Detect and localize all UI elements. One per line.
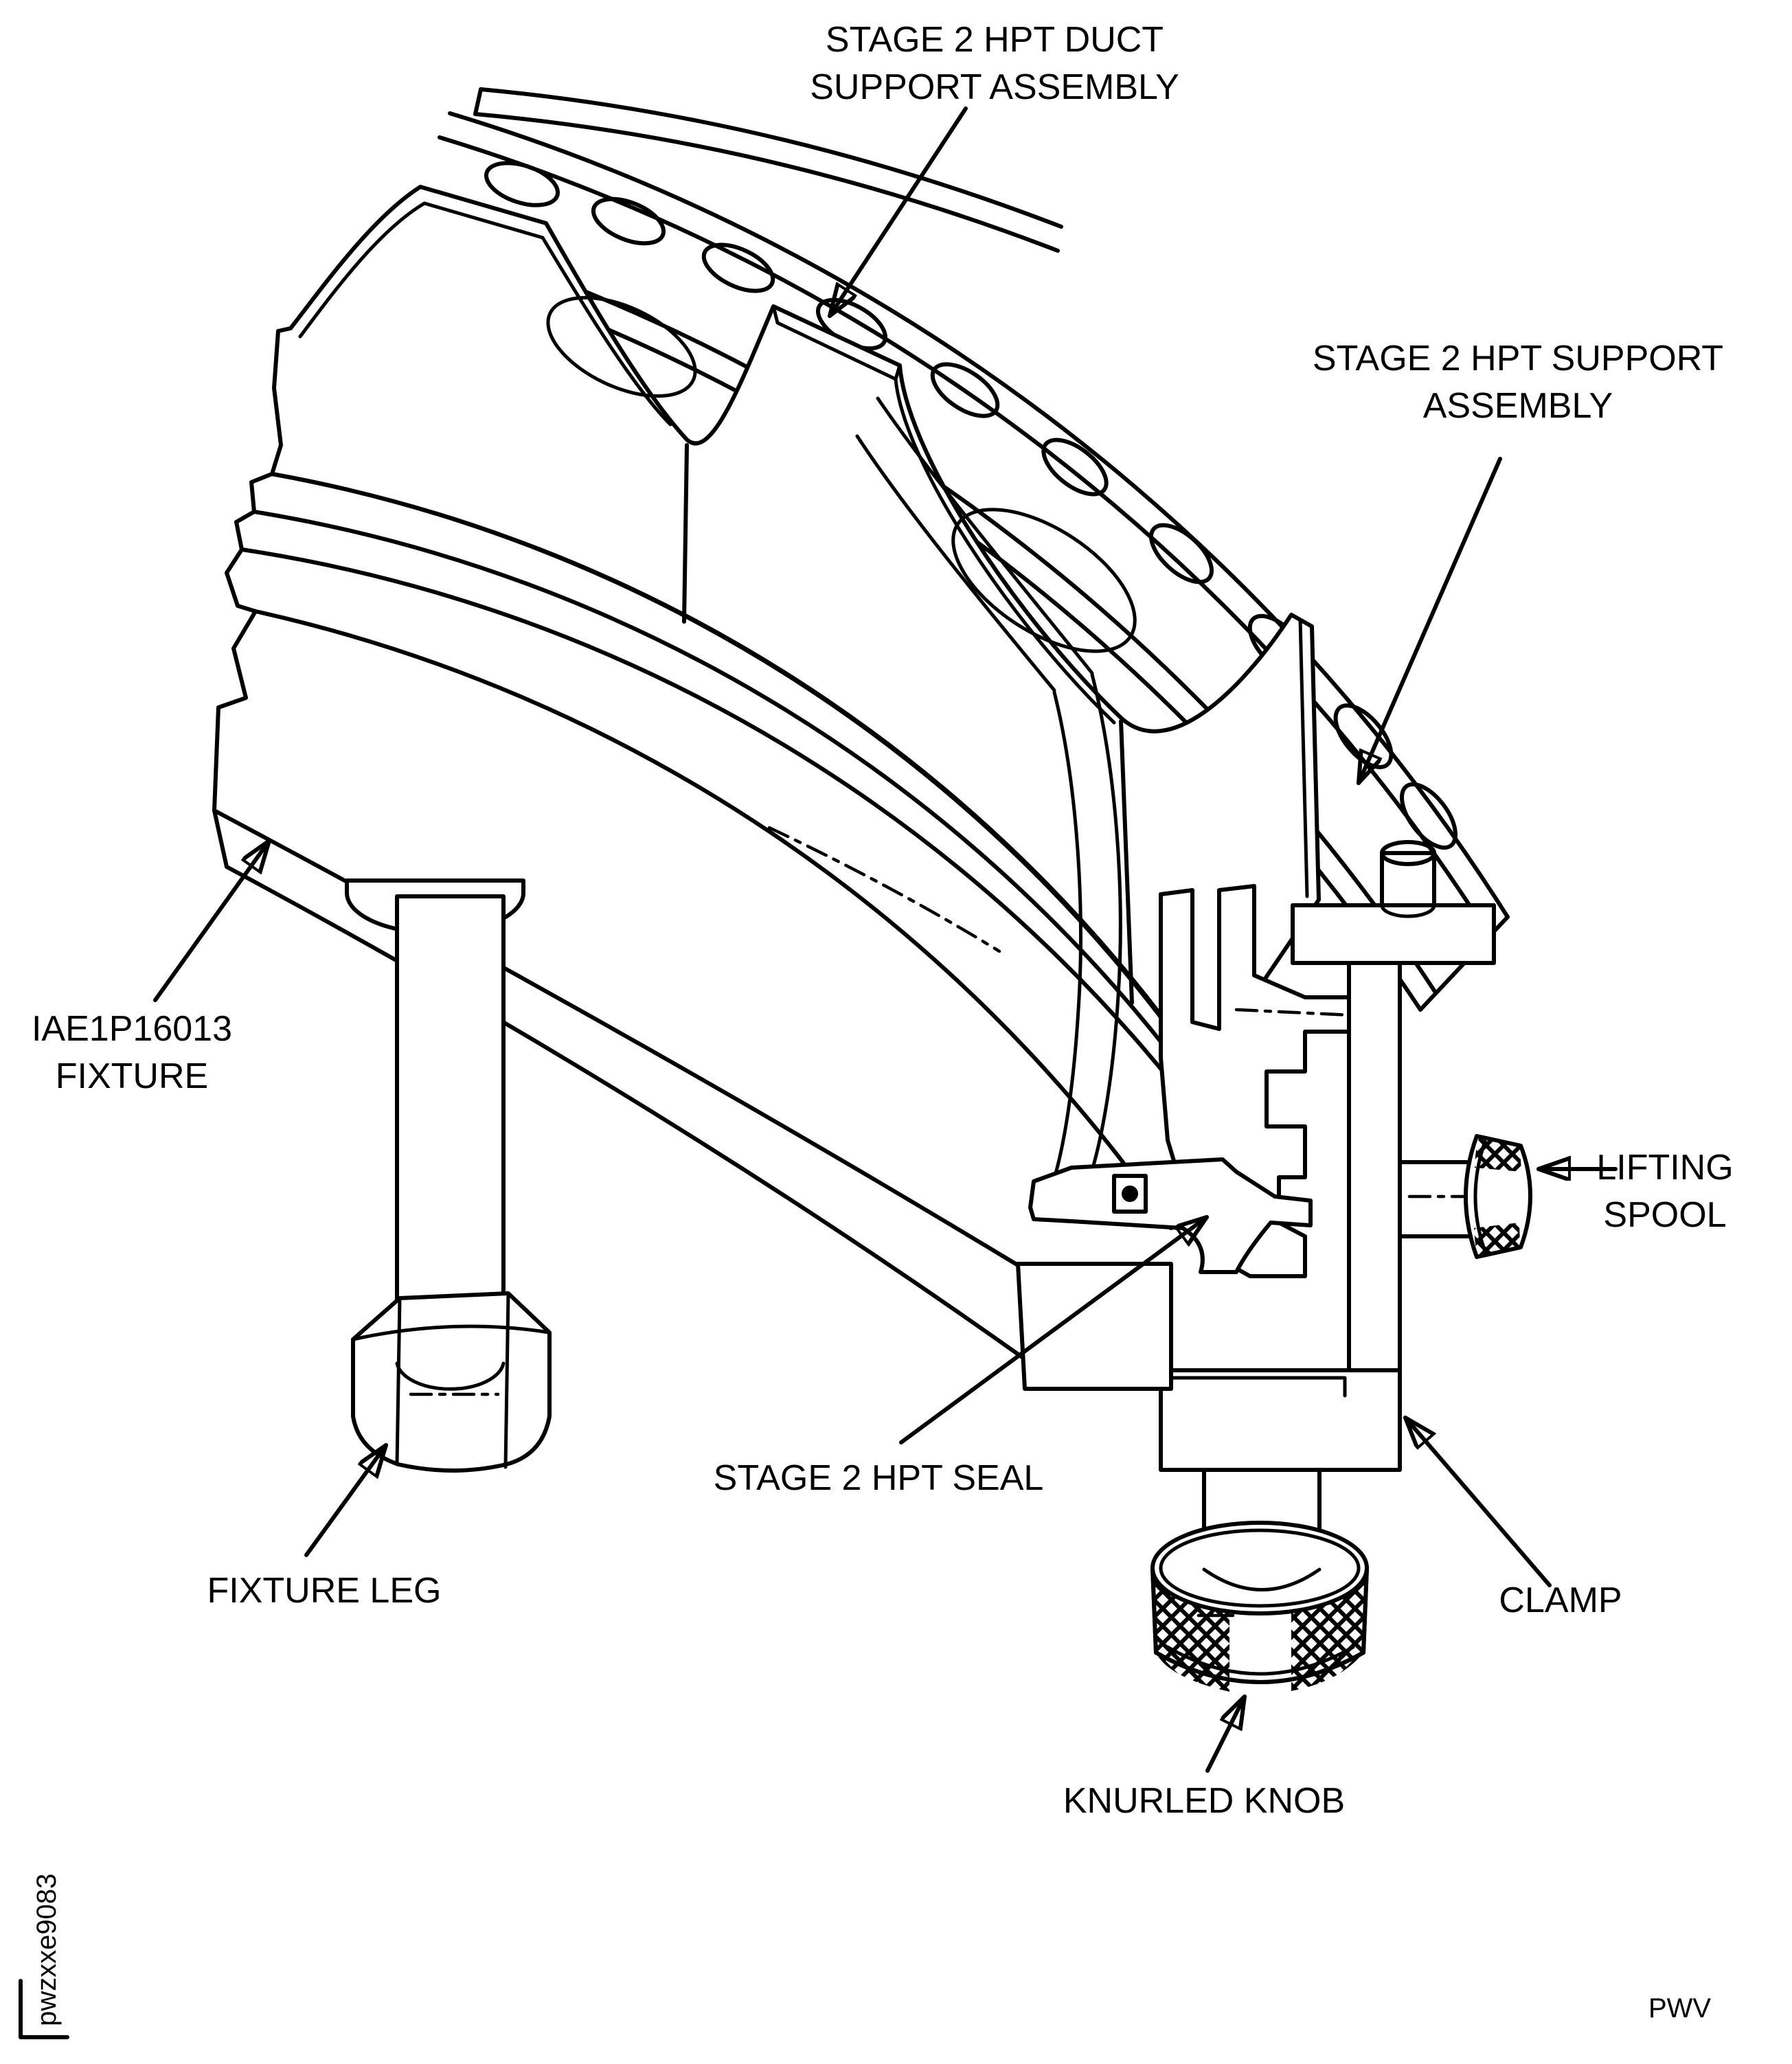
label-line: STAGE 2 HPT DUCT	[825, 20, 1164, 60]
section-cut-details	[1028, 672, 1496, 1278]
leader-clamp	[1403, 1416, 1552, 1587]
figure-id-vertical: pwzxxe9083	[32, 1873, 62, 2026]
page-code: PWV	[1648, 1993, 1712, 2023]
label-fixture: IAE1P16013 FIXTURE	[32, 1006, 232, 1100]
fixture-leg	[345, 878, 552, 1473]
label-clamp: CLAMP	[1499, 1577, 1622, 1624]
lifting-spool	[1398, 1134, 1532, 1259]
label-hpt-support-assembly: STAGE 2 HPT SUPPORT ASSEMBLY	[1313, 335, 1723, 429]
label-seal: STAGE 2 HPT SEAL	[714, 1455, 1044, 1502]
clamp-bolt	[1380, 840, 1436, 918]
label-duct-support-assembly: STAGE 2 HPT DUCT SUPPORT ASSEMBLY	[810, 16, 1179, 111]
leader-lines	[153, 106, 1618, 1773]
label-line: IAE1P16013	[31, 1009, 233, 1049]
label-line: STAGE 2 HPT SUPPORT	[1312, 339, 1724, 378]
clamp-jaw	[1016, 1262, 1173, 1391]
label-line: SUPPORT ASSEMBLY	[810, 67, 1179, 107]
leader-duct-support	[828, 106, 968, 318]
label-fixture-leg: FIXTURE LEG	[207, 1567, 442, 1615]
label-line: KNURLED KNOB	[1063, 1781, 1346, 1821]
leader-hpt-support	[1357, 457, 1502, 785]
rear-duct-segment	[473, 87, 1063, 253]
label-line: LIFTING	[1596, 1148, 1734, 1188]
leader-knurled-knob	[1205, 1694, 1247, 1773]
hex-nut	[351, 1291, 552, 1473]
label-knurled-knob: KNURLED KNOB	[1063, 1778, 1345, 1825]
leader-fixture	[153, 839, 271, 1002]
label-line: CLAMP	[1499, 1580, 1622, 1620]
fixture-ring-bands	[212, 472, 1211, 1362]
knurled-knob	[1150, 1468, 1369, 1692]
leader-fixture-leg	[304, 1443, 388, 1557]
label-line: STAGE 2 HPT SEAL	[713, 1458, 1044, 1498]
label-line: FIXTURE LEG	[207, 1571, 442, 1611]
corner-bracket	[19, 1979, 69, 2039]
label-line: FIXTURE	[55, 1056, 209, 1096]
clamp-assembly	[1016, 961, 1532, 1472]
leader-seal	[899, 1215, 1209, 1444]
label-lifting-spool: LIFTING SPOOL	[1596, 1144, 1733, 1238]
label-line: SPOOL	[1603, 1194, 1727, 1235]
clamp-bottom-plate	[1159, 1368, 1402, 1472]
label-line: ASSEMBLY	[1422, 385, 1613, 426]
clamp-back-bar	[1347, 961, 1402, 1372]
